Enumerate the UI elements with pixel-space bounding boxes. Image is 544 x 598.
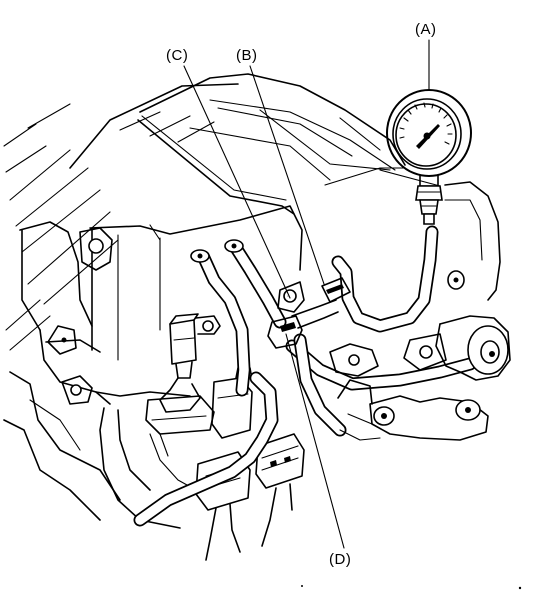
- leader-line-c: [183, 65, 291, 299]
- injector-cluster: [145, 313, 305, 561]
- callout-b-label: (B): [236, 47, 258, 64]
- callout-c-label: (C): [166, 47, 189, 64]
- leader-lines: [183, 39, 430, 549]
- intake-manifold: [3, 221, 191, 529]
- hoses: [133, 225, 477, 527]
- leader-line-d: [285, 333, 345, 549]
- callout-a-label: (A): [415, 21, 437, 38]
- callout-d-label: (D): [329, 551, 352, 568]
- hose-fittings: [190, 239, 351, 349]
- mount-points: [287, 270, 465, 377]
- leader-line-b: [249, 65, 325, 285]
- engine-body: [3, 73, 501, 361]
- pressure-gauge: [386, 89, 472, 225]
- pressure-regulator: [337, 315, 511, 441]
